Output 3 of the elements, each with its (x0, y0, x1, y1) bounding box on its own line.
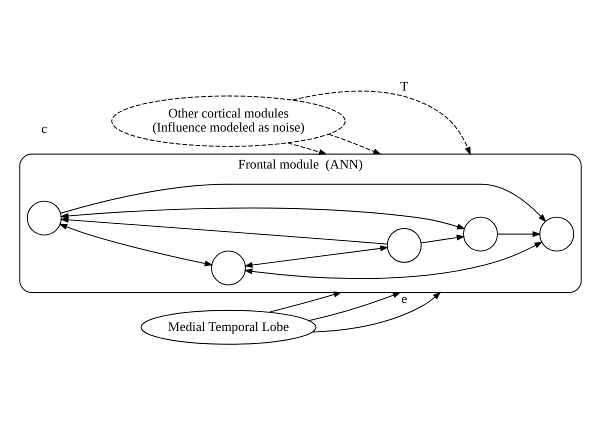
edge-label: T (400, 78, 408, 94)
label: c (41, 121, 48, 136)
edge-label: e (401, 291, 408, 306)
